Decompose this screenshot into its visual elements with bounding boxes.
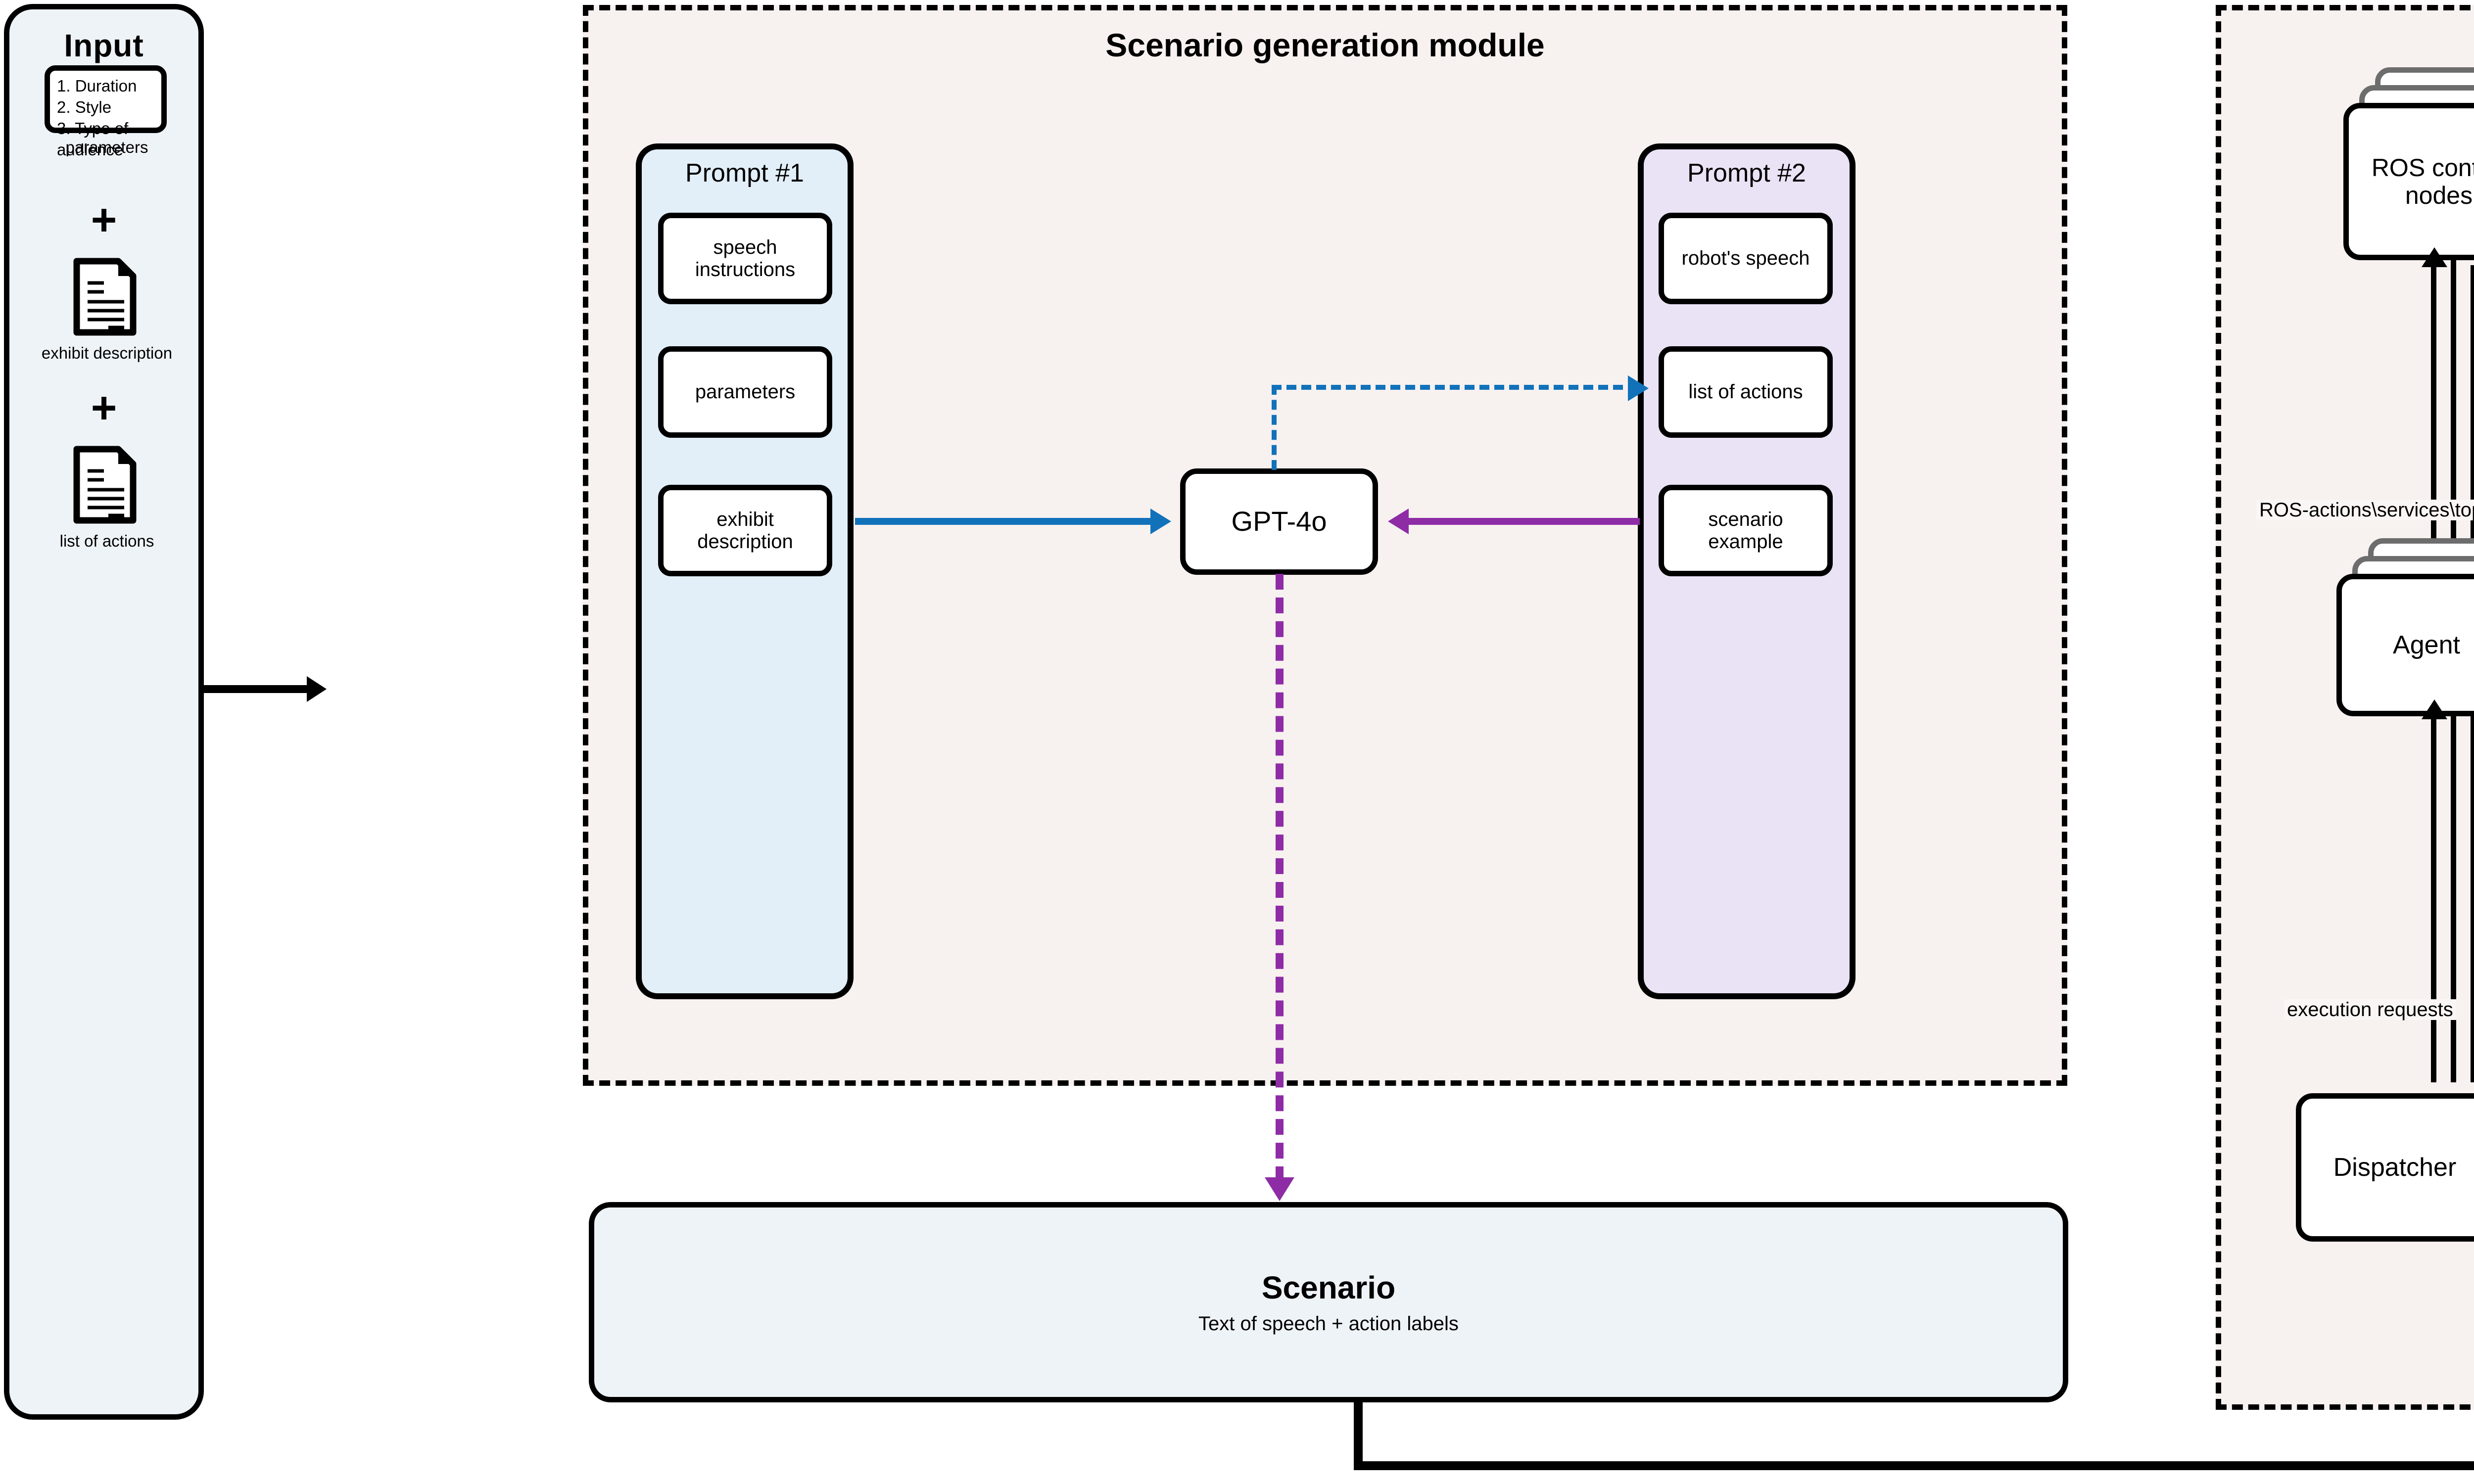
prompt-1-title: Prompt #1 (685, 159, 804, 187)
exec-bus-arrowhead (2422, 699, 2447, 719)
plus-sign-2: + (91, 383, 117, 433)
exhibit-description-caption: exhibit description (41, 344, 173, 362)
gpt-4o-label: GPT-4o (1231, 506, 1327, 537)
agent-node: Agent (2336, 574, 2474, 716)
prompt2-item-scenario-example: scenario example (1659, 485, 1833, 576)
prompt1-item-exhibit-description: exhibit description (658, 485, 832, 576)
prompt2-item-list-of-actions: list of actions (1659, 346, 1833, 438)
prompt2-to-gpt-arrowhead (1388, 509, 1409, 534)
multiagent-panel-title: Multiagent control system (2221, 26, 2474, 64)
input-parameters-box: 1. Duration 2. Style 3. Type of audience (45, 65, 167, 159)
prompt1-item-parameters: parameters (658, 346, 832, 438)
document-icon (73, 258, 137, 336)
gpt-4o-node: GPT-4o (1180, 468, 1378, 575)
list-of-actions-caption: list of actions (59, 532, 154, 550)
parameters-line-3: 3. Type of audience (57, 119, 129, 159)
scenario-module-title: Scenario generation module (1105, 27, 1545, 63)
ros-control-nodes: ROS control nodes (2343, 103, 2474, 260)
scenario-feedback-vline-down (1354, 1401, 1363, 1470)
dispatcher-node: Dispatcher (2296, 1093, 2474, 1242)
input-to-module-arrowhead (307, 676, 327, 702)
scenario-output-subtitle: Text of speech + action labels (1198, 1313, 1459, 1335)
gpt-to-robot-speech-vline (1272, 385, 1277, 470)
exec-bus-line-a (2431, 716, 2436, 1082)
parameters-caption: parameters (65, 138, 148, 156)
gpt-to-robot-speech-arrowhead (1628, 375, 1649, 401)
prompt2-item-label: scenario example (1708, 508, 1783, 553)
prompt1-item-label: parameters (695, 381, 796, 403)
plus-sign-1: + (91, 195, 117, 245)
ros-control-nodes-label: ROS control nodes (2371, 154, 2474, 209)
prompt1-item-speech-instructions: speech instructions (658, 213, 832, 304)
prompt2-to-gpt-line (1408, 518, 1640, 525)
prompt1-item-label: speech instructions (695, 236, 796, 280)
execution-requests-label: execution requests (2284, 999, 2456, 1020)
prompt1-to-gpt-arrowhead (1150, 509, 1171, 534)
ros-bus-line-c (2471, 265, 2474, 567)
agent-label: Agent (2393, 630, 2460, 659)
ros-bus-label: ROS-actions\services\topics (2256, 500, 2474, 520)
dispatcher-label: Dispatcher (2333, 1153, 2457, 1182)
input-panel-title: Input (64, 28, 144, 63)
prompt1-to-gpt-line (855, 518, 1152, 525)
input-panel: Input (4, 4, 204, 1420)
gpt-to-robot-speech-hline (1272, 385, 1638, 390)
prompt2-item-label: robot's speech (1681, 247, 1810, 270)
prompt-2-title: Prompt #2 (1687, 159, 1806, 187)
parameters-line-2: 2. Style (57, 97, 112, 116)
ros-bus-line-b (2451, 260, 2456, 567)
prompt1-item-label: exhibit description (697, 508, 793, 553)
exec-bus-line-b (2451, 716, 2456, 1082)
ros-bus-line-a (2431, 265, 2436, 567)
scenario-feedback-hline (1354, 1461, 2474, 1470)
scenario-output-title: Scenario (1261, 1270, 1396, 1305)
prompt2-item-label: list of actions (1688, 381, 1803, 403)
exec-bus-line-c (2471, 716, 2474, 1082)
input-to-module-line (204, 685, 310, 693)
gpt-to-scenario-arrowhead (1265, 1177, 1294, 1201)
scenario-output-bar: Scenario Text of speech + action labels (589, 1202, 2068, 1402)
prompt2-item-robots-speech: robot's speech (1659, 213, 1833, 304)
document-icon (73, 446, 137, 524)
parameters-line-1: 1. Duration (57, 77, 137, 95)
ros-bus-arrowhead (2422, 247, 2447, 267)
gpt-to-scenario-vline (1276, 574, 1284, 1182)
